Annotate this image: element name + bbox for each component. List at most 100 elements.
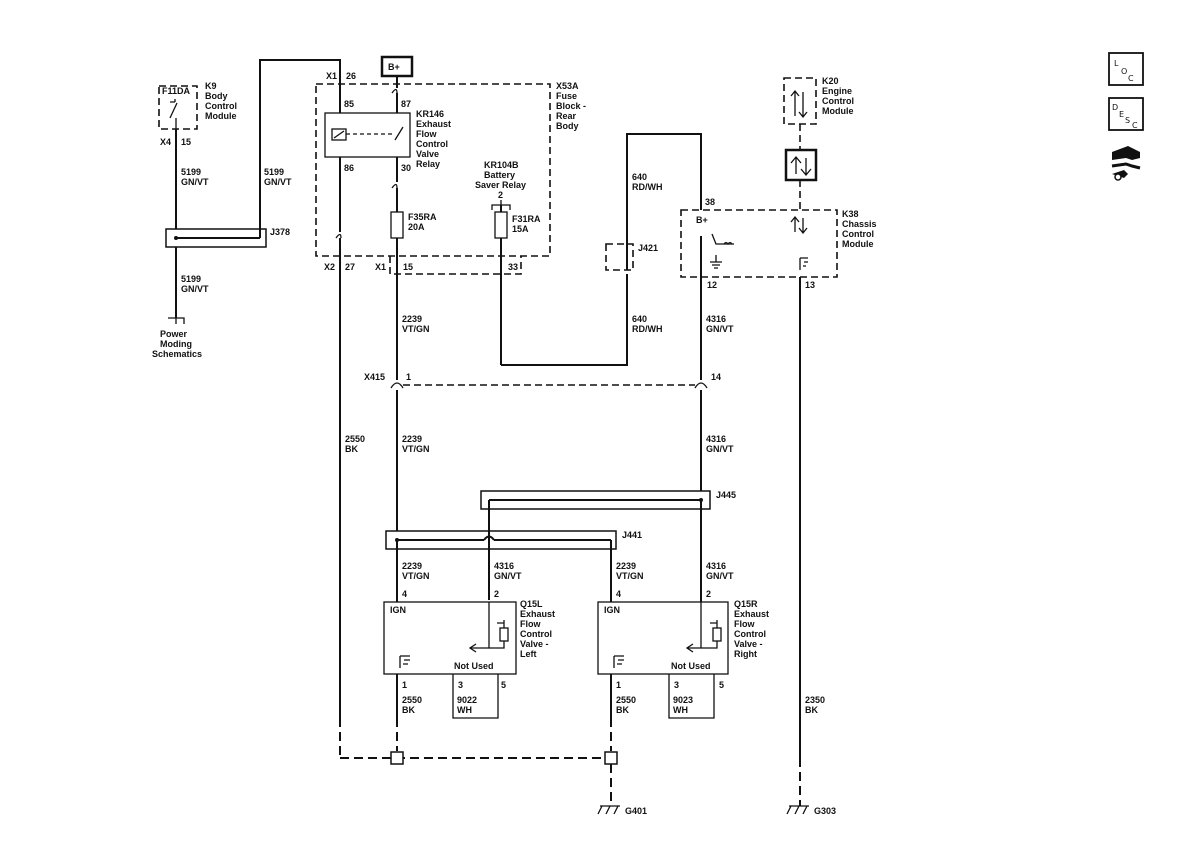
svg-text:L: L [1114,59,1119,68]
kr146-exhaust-flow-control-valve-relay: KR146 Exhaust Flow Control Valve Relay [324,109,451,169]
j441-splice: J441 [385,530,642,550]
svg-text:Chassis: Chassis [842,219,877,229]
svg-text:K9: K9 [205,81,217,91]
svg-text:Module: Module [842,239,874,249]
svg-text:2239: 2239 [616,561,636,571]
svg-text:2: 2 [498,190,503,200]
svg-text:Not Used: Not Used [671,661,711,671]
loc-icon[interactable]: L O C [1108,52,1144,86]
svg-text:G303: G303 [814,806,836,816]
svg-text:Body: Body [556,121,579,131]
battery-positive-source: B+ [380,55,414,78]
j445-splice: J445 [480,490,736,510]
svg-text:2550: 2550 [402,695,422,705]
ground-splice-right [604,751,618,765]
j378-label: J378 [270,227,290,237]
svg-text:Power: Power [160,329,188,339]
svg-text:87: 87 [401,99,411,109]
svg-text:Fuse: Fuse [556,91,577,101]
svg-text:2239: 2239 [402,314,422,324]
f31ra-fuse: F31RA 15A [494,211,541,239]
svg-text:IGN: IGN [604,605,620,615]
svg-text:15A: 15A [512,224,529,234]
g303-ground: G303 [786,805,836,816]
svg-text:Module: Module [205,111,237,121]
svg-text:B+: B+ [388,62,400,72]
svg-text:GN/VT: GN/VT [706,571,734,581]
svg-text:GN/VT: GN/VT [264,177,292,187]
svg-text:Control: Control [734,629,766,639]
svg-text:Exhaust: Exhaust [416,119,451,129]
svg-text:2550: 2550 [345,434,365,444]
svg-text:1: 1 [402,680,407,690]
power-moding-schematics-link[interactable]: Power Moding Schematics [152,329,202,359]
svg-text:9022: 9022 [457,695,477,705]
svg-text:BK: BK [805,705,818,715]
svg-text:15: 15 [403,262,413,272]
svg-text:X415: X415 [364,372,385,382]
svg-text:RD/WH: RD/WH [632,324,663,334]
svg-text:K38: K38 [842,209,859,219]
svg-text:2239: 2239 [402,561,422,571]
svg-text:38: 38 [705,197,715,207]
svg-text:3: 3 [458,680,463,690]
k20-engine-control-module: K20 Engine Control Module [783,76,854,125]
svg-text:2239: 2239 [402,434,422,444]
svg-text:Right: Right [734,649,757,659]
q15l-exhaust-flow-control-valve-left: IGN Not Used Q15L Exhaust Flow Control V… [383,599,555,675]
svg-text:1: 1 [406,372,411,382]
svg-text:4: 4 [616,589,621,599]
k9-body-control-module: F11DA K9 Body Control Module X4 15 [158,81,237,147]
svg-text:Flow: Flow [416,129,437,139]
svg-text:VT/GN: VT/GN [402,324,430,334]
svg-text:Control: Control [205,101,237,111]
desc-icon[interactable]: D E S C [1108,97,1144,131]
ground-splice-left [390,751,404,765]
svg-text:Valve: Valve [416,149,439,159]
connector-tool-icon[interactable] [1111,146,1141,181]
svg-text:Valve -: Valve - [520,639,549,649]
f35ra-fuse: F35RA 20A [390,211,437,239]
svg-text:640: 640 [632,172,647,182]
svg-text:D: D [1112,103,1118,112]
svg-text:X53A: X53A [556,81,579,91]
svg-text:Exhaust: Exhaust [520,609,555,619]
svg-text:2550: 2550 [616,695,636,705]
svg-text:4316: 4316 [706,561,726,571]
svg-text:Battery: Battery [484,170,515,180]
svg-text:K20: K20 [822,76,839,86]
svg-text:Exhaust: Exhaust [734,609,769,619]
svg-text:S: S [1125,116,1130,125]
svg-text:3: 3 [674,680,679,690]
svg-text:F31RA: F31RA [512,214,541,224]
svg-text:C: C [1128,74,1134,83]
svg-text:X4: X4 [160,137,171,147]
svg-text:86: 86 [344,163,354,173]
j421-splice: J421 [605,243,658,271]
svg-text:F35RA: F35RA [408,212,437,222]
svg-text:Flow: Flow [520,619,541,629]
svg-text:E: E [1119,110,1124,119]
svg-text:WH: WH [457,705,472,715]
svg-text:Control: Control [520,629,552,639]
svg-text:J445: J445 [716,490,736,500]
svg-text:KR104B: KR104B [484,160,519,170]
svg-text:9023: 9023 [673,695,693,705]
svg-text:BK: BK [402,705,415,715]
f11da-label: F11DA [162,86,191,96]
svg-text:C: C [1132,121,1138,130]
svg-text:5199: 5199 [181,274,201,284]
svg-text:2: 2 [706,589,711,599]
svg-text:X1: X1 [375,262,386,272]
svg-text:Valve -: Valve - [734,639,763,649]
svg-text:G401: G401 [625,806,647,816]
svg-text:Not Used: Not Used [454,661,494,671]
kr104b-battery-saver-relay: KR104B Battery Saver Relay 2 [475,160,526,210]
svg-text:RD/WH: RD/WH [632,182,663,192]
x415-inline-connector: X415 1 14 [364,372,721,389]
svg-text:VT/GN: VT/GN [402,571,430,581]
svg-text:Control: Control [822,96,854,106]
svg-text:26: 26 [346,71,356,81]
svg-text:5199: 5199 [181,167,201,177]
